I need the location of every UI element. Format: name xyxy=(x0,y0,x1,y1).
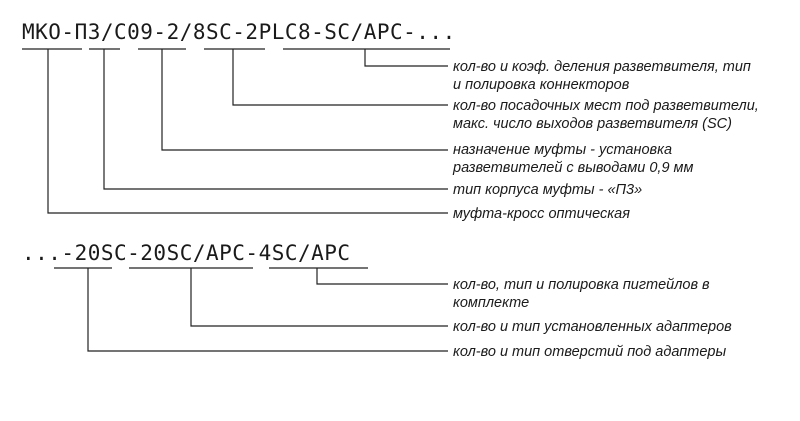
label-line: назначение муфты - установка xyxy=(453,142,673,158)
label-housing-type: тип корпуса муфты - «П3» xyxy=(453,181,642,199)
leader-6 xyxy=(316,268,448,285)
leader-4 xyxy=(103,49,448,190)
leader-7 xyxy=(190,268,448,327)
leader-2 xyxy=(232,49,448,106)
label-line: комплекте xyxy=(453,295,530,311)
label-line: кол-во и тип установленных адаптеров xyxy=(453,319,732,335)
label-line: кол-во и коэф. деления разветвителя, тип xyxy=(453,59,751,75)
label-line: кол-во и тип отверстий под адаптеры xyxy=(453,344,727,360)
leader-8 xyxy=(87,268,448,352)
label-closure-purpose: назначение муфты - установка разветвител… xyxy=(453,141,693,177)
label-line: макс. число выходов разветвителя (SC) xyxy=(453,116,732,132)
designation-code-line-1: МКО-П3/С09-2/8SC-2PLC8-SC/APC-... xyxy=(22,20,456,44)
label-line: муфта-кросс оптическая xyxy=(453,206,630,222)
label-installed-adapters: кол-во и тип установленных адаптеров xyxy=(453,318,732,336)
label-line: разветвителей с выводами 0,9 мм xyxy=(453,160,694,176)
label-line: и полировка коннекторов xyxy=(453,77,630,93)
label-splitter-count-ratio: кол-во и коэф. деления разветвителя, тип… xyxy=(453,58,751,94)
label-splitter-seats: кол-во посадочных мест под разветвители,… xyxy=(453,97,759,133)
label-closure-cross: муфта-кросс оптическая xyxy=(453,205,630,223)
leader-1 xyxy=(364,49,448,67)
leader-5 xyxy=(47,49,448,214)
label-adapter-holes: кол-во и тип отверстий под адаптеры xyxy=(453,343,726,361)
designation-code-line-2: ...-20SC-20SC/APC-4SC/APC xyxy=(22,241,351,265)
label-line: тип корпуса муфты - «П3» xyxy=(453,182,643,198)
label-line: кол-во посадочных мест под разветвители, xyxy=(453,98,759,114)
label-pigtails: кол-во, тип и полировка пигтейлов в комп… xyxy=(453,276,710,312)
label-line: кол-во, тип и полировка пигтейлов в xyxy=(453,277,710,293)
leader-3 xyxy=(161,49,448,151)
